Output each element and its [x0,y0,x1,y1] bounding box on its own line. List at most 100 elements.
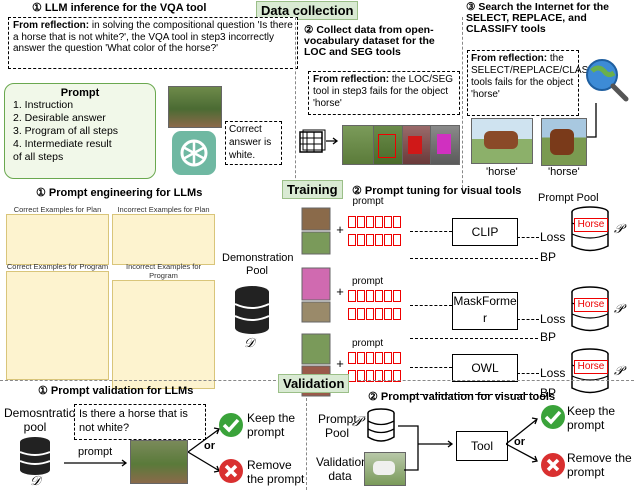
bp-label: BP [540,330,557,344]
pool-symbol: 𝒫 [614,302,624,317]
loc-image-1 [342,125,374,165]
prompt-label: prompt [352,196,383,207]
divider [462,17,465,193]
search-reflection-prefix: From reflection: [471,53,548,64]
pool-symbol: 𝒫 [614,364,624,379]
vqa-title: ① LLM inference for the VQA tool [32,2,207,14]
bp-label: BP [540,386,557,400]
loc-seg-reflection-prefix: From reflection: [313,74,390,85]
model-box: CLIP [452,218,518,246]
prompt-item: 1. Instruction [13,99,74,111]
branch-arrow-icon [506,417,538,463]
question-text: Is there a horse that is not white? [79,408,188,434]
panel-incorrect-plan: Incorrect Examples for Plan [112,205,215,265]
arrow-icon [517,319,539,320]
svg-text:+: + [336,222,344,237]
panel-correct-program: Correct Examples for Program [6,262,109,380]
prompt-tokens [348,290,408,302]
check-icon [218,412,244,438]
remove-label: Remove the prompt [247,458,305,486]
pool-symbol: 𝒫 [352,414,363,430]
demo-pool-label: Demonstration Pool [222,252,294,277]
prompt-item: 2. Desirable answer [13,112,106,124]
val-tool-pool-label: Prompt Pool [318,412,357,440]
svg-text:+: + [336,284,344,299]
question-box: Is there a horse that is not white? [74,404,206,440]
or-label: or [514,436,525,448]
section-data-collection: Data collection [256,1,359,20]
branch-arrow-icon [188,427,220,473]
answer-text: Correct answer is white. [229,124,272,161]
pool-symbol: 𝒟 [30,474,41,489]
divider [0,380,276,381]
prompt-tokens [348,352,408,364]
backprop-line [410,338,538,339]
horse-tag: Horse [574,298,608,312]
panel-incorrect-program: Incorrect Examples for Program [112,262,215,389]
panel-body [6,214,109,265]
val-data-label: Validation data [316,455,368,483]
seg-image-2 [430,125,460,165]
prompt-tokens [348,234,408,246]
pool-symbol: 𝒟 [244,336,255,351]
search-image-1 [471,118,533,164]
prompt-title: Prompt [60,87,100,99]
panel-title: Correct Examples for Plan [13,205,102,214]
val-data-image [364,452,406,486]
backprop-line [410,394,538,395]
search-title: ③ Search the Internet for the SELECT, RE… [466,1,610,35]
search-reflection-box: From reflection: the SELECT/REPLACE/CLAS… [467,50,610,116]
divider [295,17,298,193]
arrow-icon [517,373,539,374]
loss-label: Loss [540,312,566,326]
or-label: or [204,440,215,452]
model-box: MaskFormer [452,292,518,330]
prompt-tune-title: ② Prompt tuning for visual tools [352,185,522,197]
database-icon [366,408,396,442]
vqa-reflection-text: in solving the compositional question 'I… [13,20,293,54]
keep-label: Keep the prompt [567,404,616,432]
prompt-label: prompt [78,446,113,458]
section-training: Training [282,180,343,199]
bp-label: BP [540,250,557,264]
val-llm-pool-label: Demosntration pool [4,406,83,434]
val-image [130,440,188,484]
prompt-label: prompt [352,276,384,287]
divider [358,380,634,381]
check-icon [540,404,566,430]
panel-correct-plan: Correct Examples for Plan [6,205,109,265]
loss-label: Loss [540,366,566,380]
search-label-1: 'horse' [486,166,518,178]
horse-tag: Horse [574,218,608,232]
vqa-reflection-box: From reflection: in solving the composit… [8,17,298,69]
merge-arrow-icon [398,425,454,471]
cross-icon [218,458,244,484]
arrow-icon [517,237,539,238]
prompt-tokens [348,216,408,228]
loc-seg-title: ② Collect data from open-vocabulary data… [304,24,435,58]
panel-body [112,214,215,265]
prompt-eng-title: ① Prompt engineering for LLMs [36,187,203,199]
loc-seg-reflection-box: From reflection: the LOC/SEG tool in ste… [308,71,460,115]
pool-symbol: 𝒫 [614,222,624,237]
prompt-item: 4. Intermediate result of all steps [13,138,112,163]
val-tool-title: ② Prompt validation for visual tools [368,391,556,403]
panel-title: Incorrect Examples for Plan [117,205,210,214]
panel-title: Incorrect Examples for Program [125,262,202,280]
divider [306,398,307,490]
prompt-tokens [348,308,408,320]
model-box: OWL [452,354,518,382]
arrow-icon [410,305,452,306]
horse-tag: Horse [574,360,608,374]
panel-title: Correct Examples for Program [6,262,109,271]
section-validation: Validation [278,374,350,393]
vqa-image [168,86,222,128]
arrow-icon [326,137,339,145]
backprop-line [410,258,538,259]
prompt-item: 3. Program of all steps [13,125,119,137]
loc-image-2 [373,125,403,165]
prompt-box: Prompt 1. Instruction 2. Desirable answe… [4,83,156,179]
